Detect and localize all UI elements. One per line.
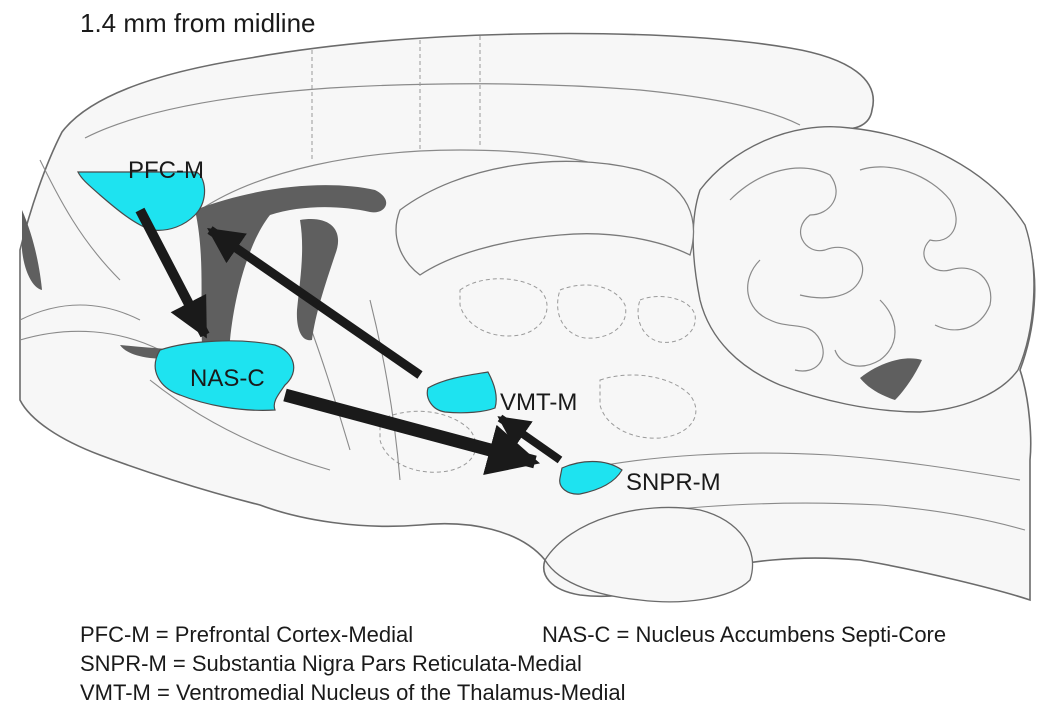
label-vmt-m: VMT-M bbox=[500, 389, 577, 416]
legend-vmt: VMT-M = Ventromedial Nucleus of the Thal… bbox=[80, 680, 626, 706]
label-snpr-m: SNPR-M bbox=[626, 469, 721, 496]
legend-snpr: SNPR-M = Substantia Nigra Pars Reticulat… bbox=[80, 651, 582, 677]
legend-pfc: PFC-M = Prefrontal Cortex-Medial bbox=[80, 622, 413, 648]
legend-nas: NAS-C = Nucleus Accumbens Septi-Core bbox=[542, 622, 946, 648]
label-nas-c: NAS-C bbox=[190, 365, 265, 392]
label-pfc-m: PFC-M bbox=[128, 157, 204, 184]
